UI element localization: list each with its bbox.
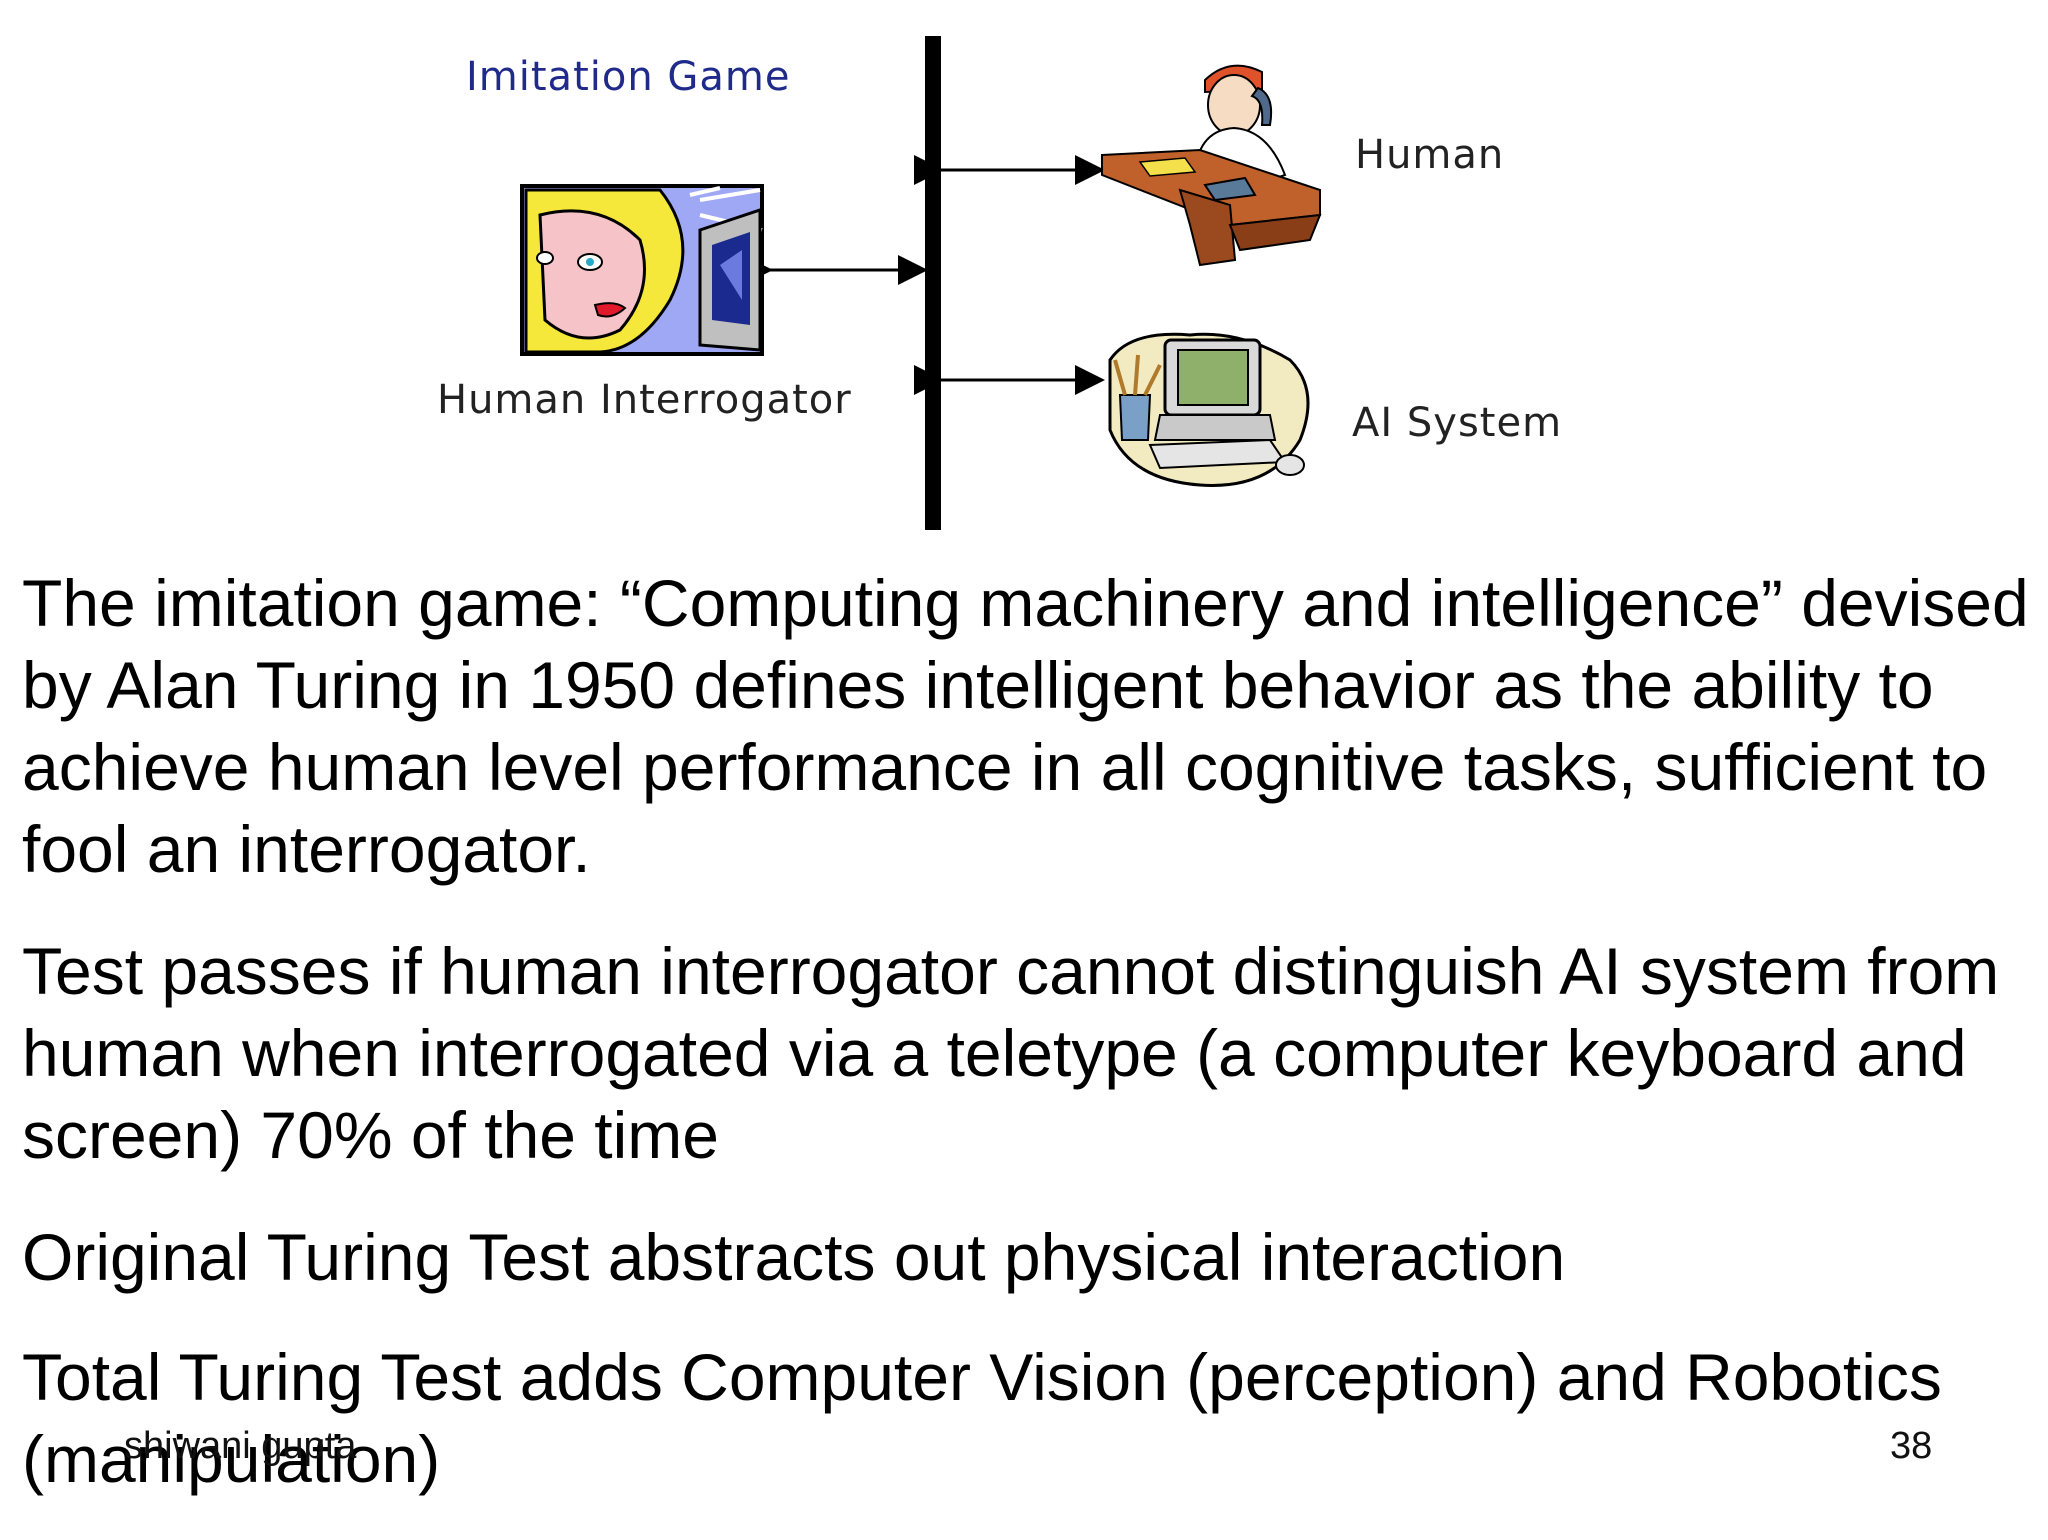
- ai-system-label: AI System: [1352, 400, 1563, 446]
- human-label: Human: [1355, 132, 1505, 178]
- interrogator-icon: [520, 184, 764, 356]
- imitation-game-diagram: Imitation Game Human Interrogator Human …: [0, 0, 2048, 540]
- paragraph-total-turing-test: Total Turing Test adds Computer Vision (…: [22, 1340, 1942, 1496]
- human-icon: [1101, 64, 1322, 267]
- divider-bar: [925, 36, 941, 530]
- paragraph-original-turing-test: Original Turing Test abstracts out physi…: [22, 1220, 1566, 1294]
- diagram-graphics: [520, 36, 1322, 530]
- interrogator-label: Human Interrogator: [437, 377, 852, 423]
- paragraph-test-passes: Test passes if human interrogator cannot…: [22, 934, 2000, 1172]
- paragraph-imitation-game: The imitation game: “Computing machinery…: [22, 566, 2029, 886]
- diagram-title: Imitation Game: [466, 54, 791, 100]
- ai-system-icon: [1108, 332, 1310, 487]
- footer-author: shiwani gupta: [124, 1425, 357, 1467]
- slide-body: The imitation game: “Computing machinery…: [22, 562, 2032, 1540]
- page-number: 38: [1890, 1425, 1933, 1467]
